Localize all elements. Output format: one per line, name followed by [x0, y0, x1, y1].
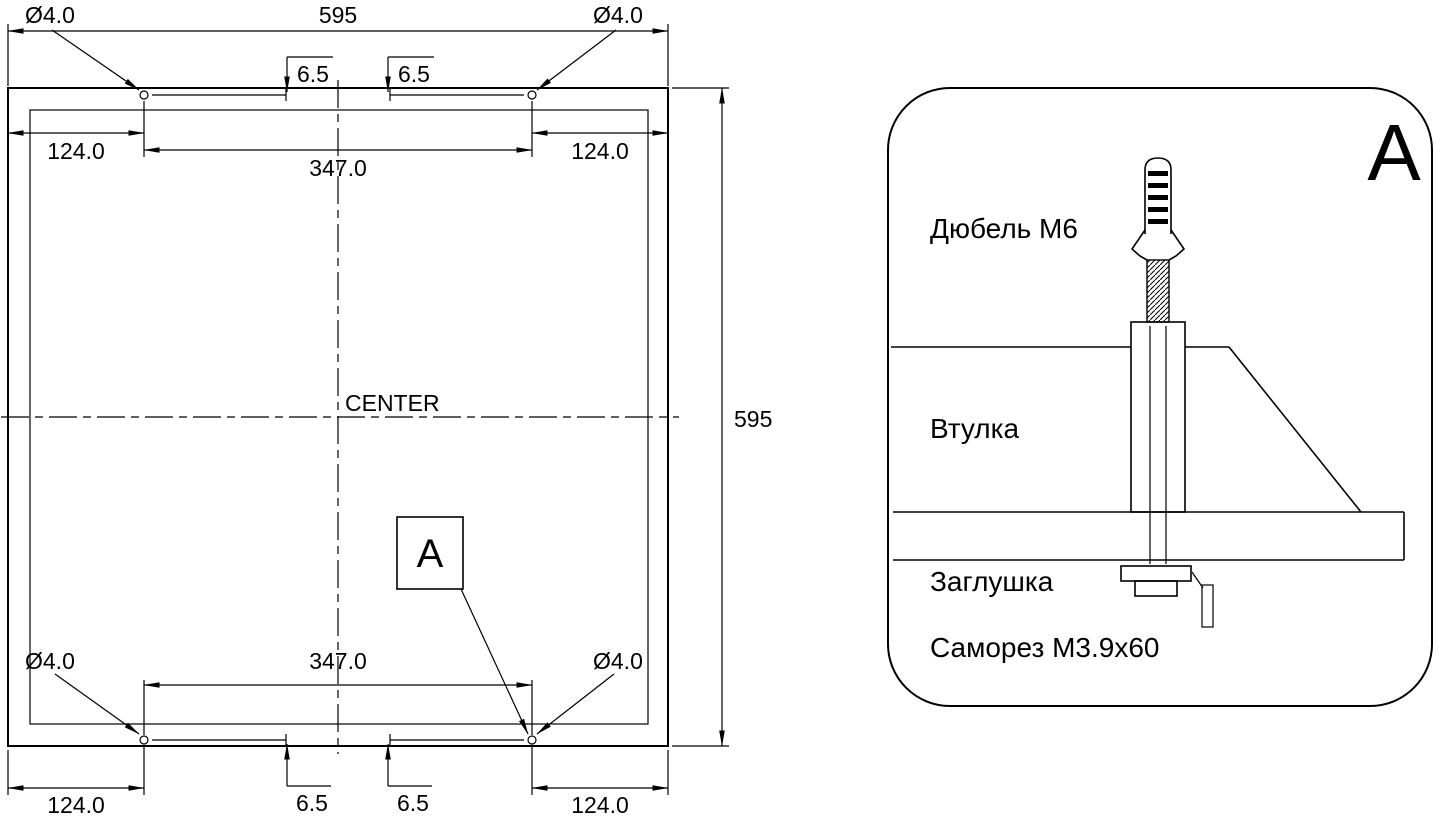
- dim-edge-top-left-text: 124.0: [47, 138, 105, 164]
- dim-overall-width: 595: [7, 2, 669, 86]
- dim-offset-bottom-left-text: 6.5: [296, 790, 328, 816]
- dim-overall-height-text: 595: [734, 406, 772, 432]
- panel-section: [893, 511, 1405, 561]
- dim-span-bottom-text: 347.0: [309, 648, 367, 674]
- dim-edge-bottom-left: 124.0: [7, 746, 145, 816]
- dim-span-top: 347.0: [143, 147, 533, 181]
- hole-top-left: [139, 90, 149, 100]
- dim-hole-top-right-text: Ø4.0: [593, 2, 643, 28]
- label-plug: Заглушка: [930, 566, 1054, 597]
- dim-span-top-text: 347.0: [309, 155, 367, 181]
- detail-callout-letter: A: [417, 532, 444, 576]
- dim-overall-width-text: 595: [319, 2, 357, 28]
- detail-view-border: [887, 87, 1433, 707]
- hole-top-right: [527, 90, 537, 100]
- center-lines: [1, 80, 679, 754]
- dim-offset-bottom-left: 6.5: [284, 743, 331, 816]
- hole-bottom-right: [527, 735, 537, 745]
- plug-graphic: [1120, 565, 1192, 597]
- dim-offset-top-left: 6.5: [284, 56, 333, 93]
- ceiling-line: [891, 346, 1362, 513]
- hole-bottom-left: [139, 735, 149, 745]
- front-view: CENTER 595 Ø4.0 Ø4.0: [1, 2, 772, 816]
- dim-hole-bottom-right-text: Ø4.0: [593, 648, 643, 674]
- dim-offset-bottom-right-text: 6.5: [397, 790, 429, 816]
- dim-hole-top-left: Ø4.0: [25, 2, 140, 91]
- dim-edge-top-right-text: 124.0: [571, 138, 629, 164]
- sleeve-graphic: [1130, 321, 1186, 513]
- dim-hole-bottom-left-text: Ø4.0: [25, 648, 75, 674]
- center-label: CENTER: [345, 390, 440, 416]
- detail-view-a: А Дюбель М6 Втулка Заглушка Саморез М3.9…: [887, 87, 1433, 707]
- dim-hole-top-right: Ø4.0: [536, 2, 643, 91]
- dim-span-bottom: 347.0: [143, 648, 533, 735]
- dim-overall-height: 595: [672, 87, 772, 747]
- dim-hole-bottom-right: Ø4.0: [536, 648, 643, 735]
- dim-offset-top-right: 6.5: [385, 56, 434, 93]
- dim-offset-top-right-text: 6.5: [398, 61, 430, 87]
- screw-graphic: [1191, 571, 1214, 628]
- detail-callout-box: [396, 516, 464, 590]
- label-dowel: Дюбель М6: [930, 213, 1078, 244]
- dim-offset-bottom-right: 6.5: [385, 743, 432, 816]
- label-sleeve: Втулка: [930, 413, 1019, 444]
- dim-hole-bottom-left: Ø4.0: [25, 648, 140, 735]
- detail-view-title: А: [1367, 108, 1421, 197]
- dowel-graphic: [1130, 157, 1186, 261]
- label-screw: Саморез М3.9х60: [930, 632, 1159, 663]
- screw-shaft-graphic: [1146, 259, 1170, 564]
- dim-offset-top-left-text: 6.5: [297, 61, 329, 87]
- dim-edge-bottom-right: 124.0: [531, 746, 669, 816]
- dim-edge-top-left: 124.0: [7, 101, 145, 164]
- dim-edge-bottom-left-text: 124.0: [47, 792, 105, 816]
- dim-edge-bottom-right-text: 124.0: [571, 792, 629, 816]
- detail-callout: A: [396, 516, 529, 735]
- dim-hole-top-left-text: Ø4.0: [25, 2, 75, 28]
